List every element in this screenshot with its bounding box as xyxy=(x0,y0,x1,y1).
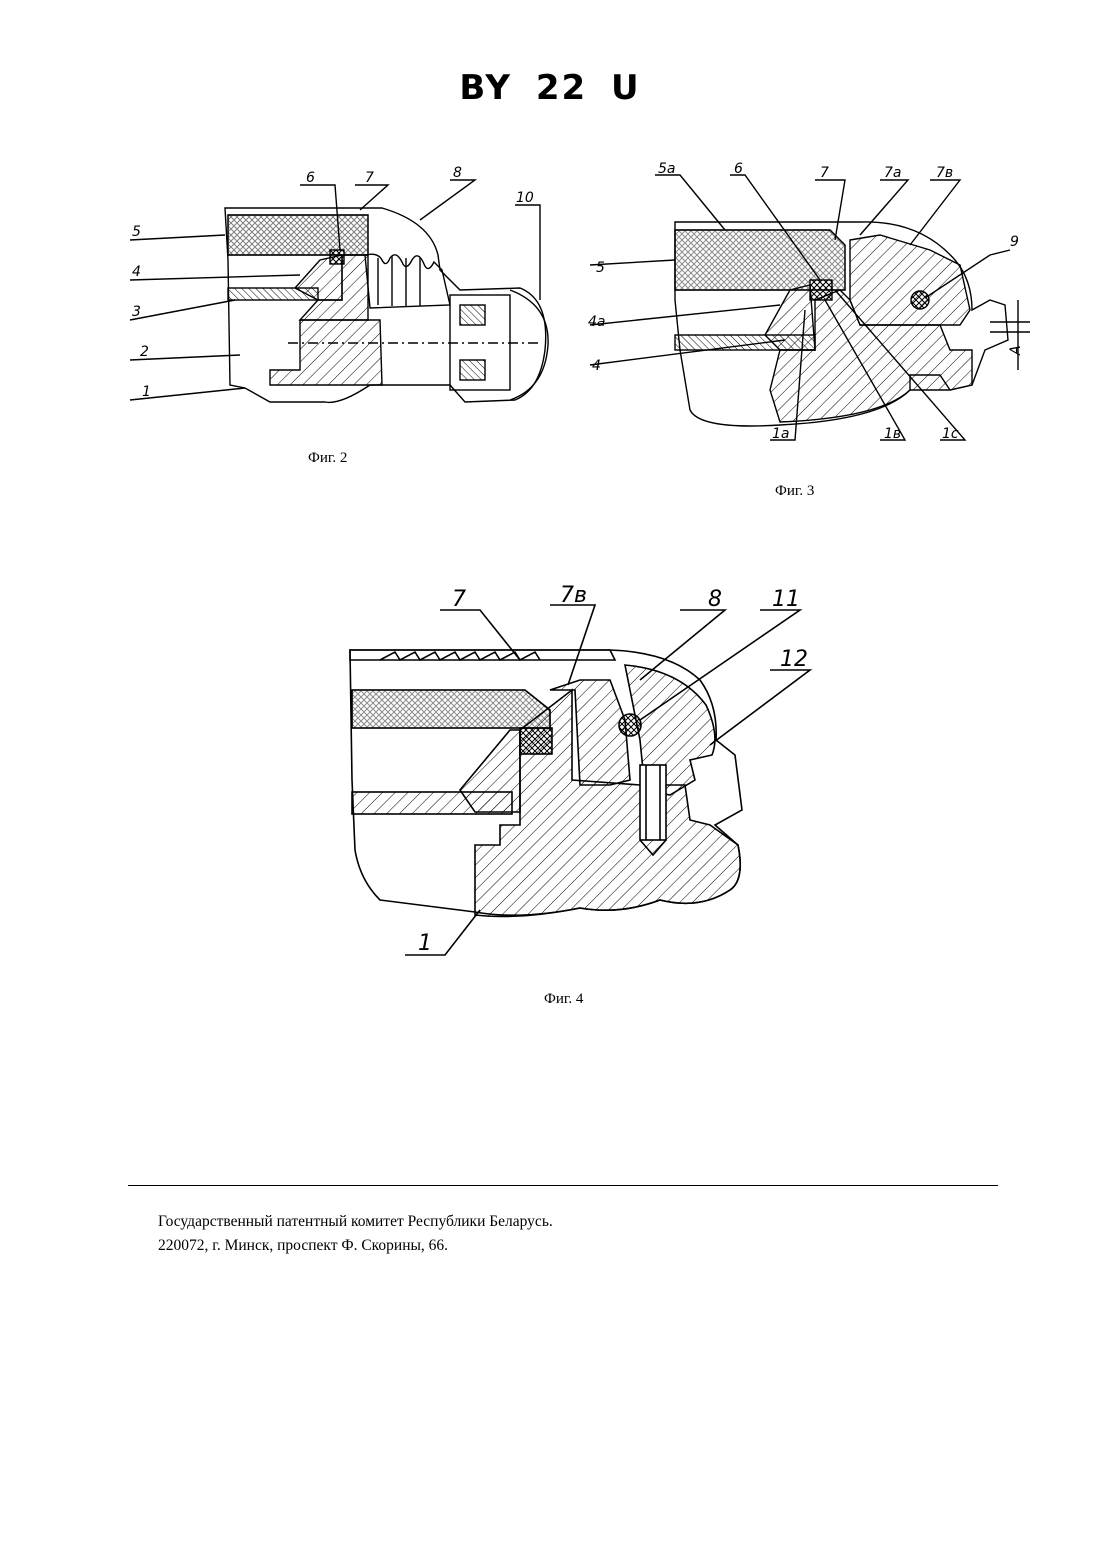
figure-4-label-7v: 7в xyxy=(560,583,587,608)
footer-divider xyxy=(128,1185,998,1186)
figure-2-label-10: 10 xyxy=(516,190,534,206)
figure-4-label-1: 1 xyxy=(418,931,432,956)
figure-2-caption: Фиг. 2 xyxy=(308,450,347,467)
footer-address: 220072, г. Минск, проспект Ф. Скорины, 6… xyxy=(158,1234,553,1258)
figure-2-label-4: 4 xyxy=(132,264,141,280)
figure-2-label-8: 8 xyxy=(453,165,462,181)
figure-4-label-11: 11 xyxy=(772,587,800,612)
figure-4-caption: Фиг. 4 xyxy=(544,991,583,1008)
footer: Государственный патентный комитет Респуб… xyxy=(158,1210,553,1258)
figure-2-label-7: 7 xyxy=(365,170,374,186)
figure-3-label-4a: 4a xyxy=(588,314,606,330)
figure-4-label-8: 8 xyxy=(708,587,722,612)
figure-2-label-1: 1 xyxy=(142,384,151,400)
figure-3-label-1c: 1c xyxy=(942,426,959,442)
figure-4-label-12: 12 xyxy=(780,647,808,672)
figure-3-label-5a: 5a xyxy=(658,161,676,177)
figure-2-label-6: 6 xyxy=(306,170,315,186)
figure-3-drawing: 5a 6 7 7a 7в 9 5 4a 4 1a 1в 1c A xyxy=(580,150,1040,460)
figure-3-label-9: 9 xyxy=(1010,234,1019,250)
figure-3-label-7: 7 xyxy=(820,165,829,181)
figure-3-label-7a: 7a xyxy=(884,165,902,181)
figure-3-label-1v: 1в xyxy=(884,426,901,442)
figure-2-label-5: 5 xyxy=(132,224,141,240)
figure-3-label-1a: 1a xyxy=(772,426,790,442)
footer-organization: Государственный патентный комитет Респуб… xyxy=(158,1210,553,1234)
figure-3-label-A: A xyxy=(1008,345,1024,356)
figure-2-label-2: 2 xyxy=(140,344,149,360)
figure-2-drawing: 5 4 3 2 1 6 7 8 10 xyxy=(120,160,560,420)
figure-4-drawing: 7 7в 8 11 12 1 xyxy=(340,580,820,960)
figure-2-label-3: 3 xyxy=(132,304,141,320)
figure-3-caption: Фиг. 3 xyxy=(775,483,814,500)
figure-4-label-7: 7 xyxy=(452,587,466,612)
figure-3-label-7v: 7в xyxy=(936,165,953,181)
figure-3-label-6: 6 xyxy=(734,161,743,177)
figure-3-label-4: 4 xyxy=(592,358,601,374)
figure-3-label-5: 5 xyxy=(596,260,605,276)
document-title: BY 22 U xyxy=(0,68,1100,108)
